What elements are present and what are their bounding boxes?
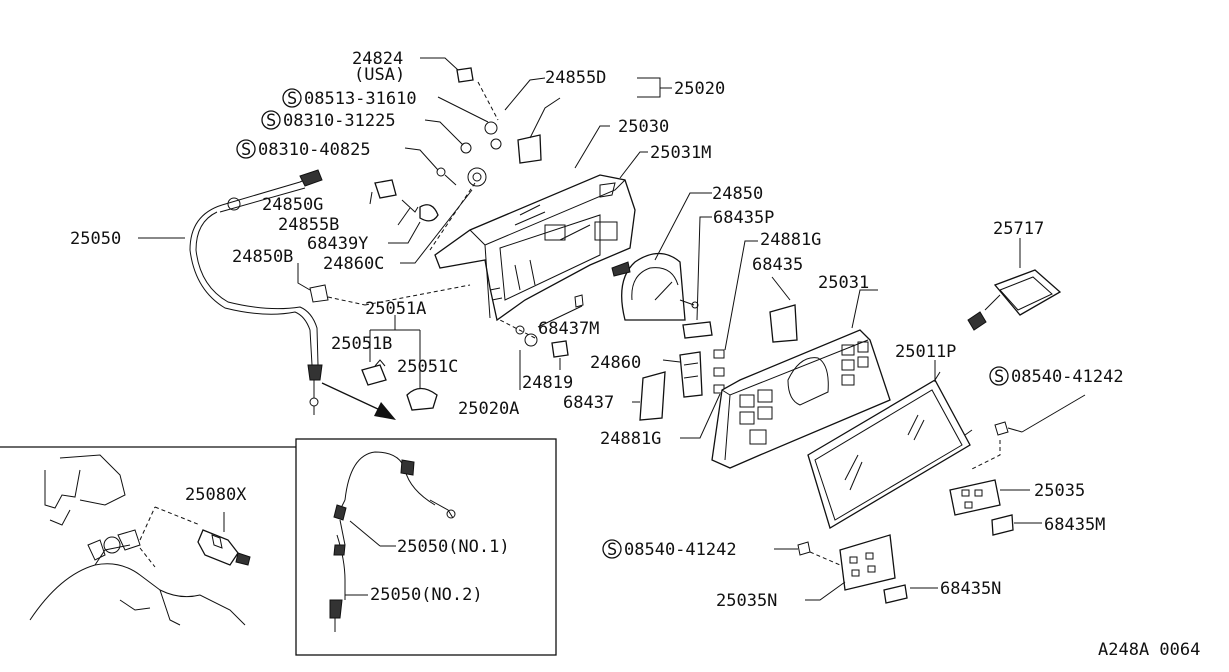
s-mark-text-3: S <box>241 140 251 160</box>
illumination-part-25717 <box>967 269 1062 331</box>
label-68435m: 68435M <box>1044 515 1105 535</box>
cable-inset-box <box>295 438 557 656</box>
s-mark-text-5: S <box>607 540 617 560</box>
s-mark-4 <box>989 366 1009 386</box>
direction-arrow <box>321 382 396 420</box>
label-68437m: 68437M <box>538 319 599 339</box>
clip-25051 <box>361 359 438 411</box>
label-usa: (USA) <box>354 65 405 85</box>
label-08310-40825: 08310-40825 <box>258 140 371 160</box>
label-25011p: 25011P <box>895 342 956 362</box>
label-68437: 68437 <box>563 393 614 413</box>
label-08310-31225: 08310-31225 <box>283 111 396 131</box>
label-24855d: 24855D <box>545 68 606 88</box>
label-25030: 25030 <box>618 117 669 137</box>
label-25020a: 25020A <box>458 399 519 419</box>
label-24824: 24824 <box>352 49 403 69</box>
label-25035n: 25035N <box>716 591 777 611</box>
label-08513-31610: 08513-31610 <box>304 89 417 109</box>
speedometer-cable-25050 <box>189 169 323 415</box>
callout-labels: 24824 (USA) 24855D 25020 S 08513-31610 S… <box>70 49 1200 660</box>
meter-lens-25011p <box>807 371 973 529</box>
label-25051a: 25051A <box>365 299 426 319</box>
s-mark-text-4: S <box>994 367 1004 387</box>
small-components-middle <box>639 304 798 421</box>
label-24819: 24819 <box>522 373 573 393</box>
label-24860: 24860 <box>590 353 641 373</box>
vehicle-speed-sensor-25080x <box>197 512 251 566</box>
label-25051b: 25051B <box>331 334 392 354</box>
meter-housing-25030 <box>434 174 636 322</box>
label-24850g: 24850G <box>262 195 323 215</box>
diagram-code: A248A 0064 <box>1098 640 1200 660</box>
label-68435: 68435 <box>752 255 803 275</box>
s-mark-text-2: S <box>266 111 276 131</box>
label-08540-41242-right: 08540-41242 <box>1011 367 1124 387</box>
label-25020: 25020 <box>674 79 725 99</box>
label-24881g-top: 24881G <box>760 230 821 250</box>
s-mark-text-1: S <box>287 89 297 109</box>
engine-inset-box <box>0 446 296 626</box>
plates-and-screws-right <box>797 421 1023 604</box>
s-mark-1 <box>282 88 302 108</box>
label-24860c: 24860C <box>323 254 384 274</box>
label-25080x: 25080X <box>185 485 247 505</box>
label-24855b: 24855B <box>278 215 339 235</box>
label-68439y: 68439Y <box>307 234 368 254</box>
label-25031: 25031 <box>818 273 869 293</box>
s-mark-5 <box>602 539 622 559</box>
label-68435p: 68435P <box>713 208 774 228</box>
label-25031m: 25031M <box>650 143 711 163</box>
leader-lines <box>138 57 1086 601</box>
label-25050-no1: 25050(NO.1) <box>397 537 510 557</box>
meter-panel-25031 <box>711 329 891 469</box>
label-08540-41242-bottom: 08540-41242 <box>624 540 737 560</box>
label-68435n: 68435N <box>940 579 1001 599</box>
label-25035: 25035 <box>1034 481 1085 501</box>
label-24850: 24850 <box>712 184 763 204</box>
label-25050-no2: 25050(NO.2) <box>370 585 483 605</box>
label-24850b: 24850B <box>232 247 293 267</box>
label-25051c: 25051C <box>397 357 458 377</box>
s-mark-2 <box>261 110 281 130</box>
label-25717: 25717 <box>993 219 1044 239</box>
label-25050: 25050 <box>70 229 121 249</box>
label-24881g-bottom: 24881G <box>600 429 661 449</box>
s-mark-3 <box>236 139 256 159</box>
speedometer-gauge-24850 <box>611 252 699 321</box>
small-hardware-top <box>309 67 584 358</box>
